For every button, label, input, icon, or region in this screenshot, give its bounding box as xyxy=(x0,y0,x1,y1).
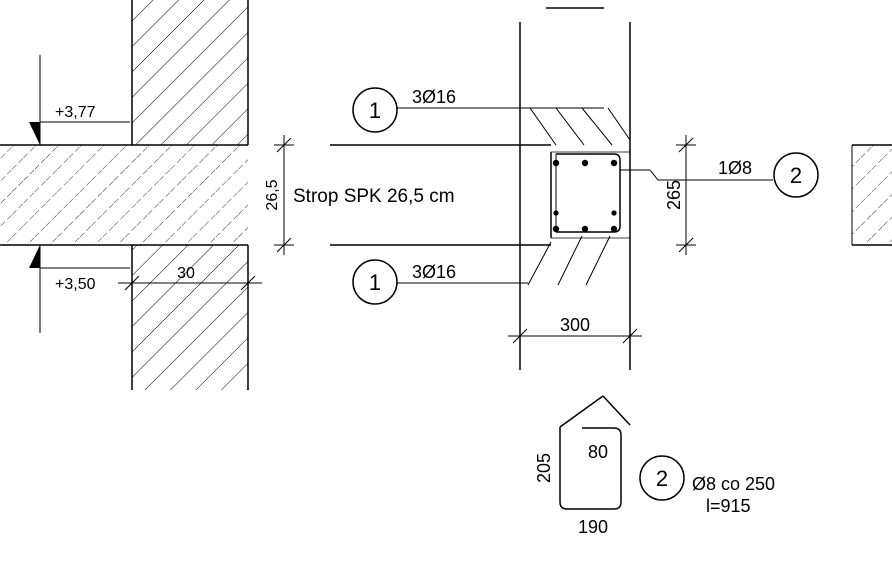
stirrup-hook-label: 80 xyxy=(588,442,608,462)
left-wall-lower xyxy=(131,245,249,390)
right-slab-fragment xyxy=(851,144,892,246)
level-top-label: +3,77 xyxy=(55,104,96,121)
bottom-bar-1 xyxy=(552,225,560,233)
stirrup-spec: 1Ø8 xyxy=(718,158,752,178)
bottom-bar-2 xyxy=(581,225,589,233)
stirrup-length-label: l=915 xyxy=(706,496,751,516)
level-marker-bottom: +3,50 xyxy=(29,245,130,333)
stirrup-width-label: 190 xyxy=(578,517,608,537)
bottom-bar-spec: 3Ø16 xyxy=(412,262,456,282)
beam-width-dimension: 300 xyxy=(508,315,642,344)
level-bottom-label: +3,50 xyxy=(55,276,96,293)
beam-section xyxy=(550,151,630,239)
side-bar-left xyxy=(553,210,559,216)
bottom-bar-3 xyxy=(610,225,618,233)
beam-height-label: 265 xyxy=(664,180,684,210)
left-wall-upper xyxy=(131,0,249,145)
left-slab xyxy=(0,144,248,246)
bottom-bar-mark: 1 xyxy=(369,270,381,295)
beam-height-dimension: 265 xyxy=(664,135,696,255)
stirrup-detail-mark: 2 xyxy=(656,466,668,491)
slab-thickness-label: 26,5 xyxy=(264,179,281,210)
bottom-bar-callout: 1 3Ø16 xyxy=(352,259,528,305)
top-bar-2 xyxy=(581,159,589,167)
top-bar-spec: 3Ø16 xyxy=(412,87,456,107)
stirrup-detail: 205 80 190 2 Ø8 co 250 l=915 xyxy=(534,395,775,537)
top-bar-mark: 1 xyxy=(369,98,381,123)
top-bar-1 xyxy=(552,159,560,167)
slab-label: Strop SPK 26,5 cm xyxy=(293,186,455,207)
wall-thickness-dimension: 30 xyxy=(118,265,262,291)
top-bar-3 xyxy=(610,159,618,167)
top-bar-callout: 1 3Ø16 xyxy=(352,87,604,133)
stirrup-height-label: 205 xyxy=(534,453,554,483)
side-bar-right xyxy=(611,210,617,216)
stirrup-callout: 2 1Ø8 xyxy=(620,152,819,198)
stirrup-mark: 2 xyxy=(790,163,802,188)
beam-hatch xyxy=(527,107,631,286)
stirrup-spacing-label: Ø8 co 250 xyxy=(692,474,775,494)
level-marker-top: +3,77 xyxy=(29,55,130,145)
beam-width-label: 300 xyxy=(560,315,590,335)
slab-thickness-dimension: 26,5 xyxy=(264,135,294,255)
wall-thickness-label: 30 xyxy=(177,265,195,282)
